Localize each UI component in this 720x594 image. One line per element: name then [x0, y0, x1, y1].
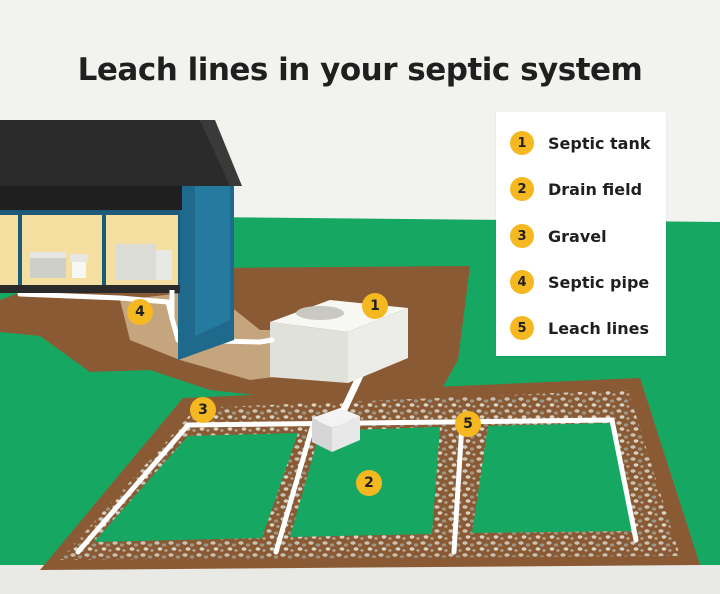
marker-septic-tank: 1	[362, 293, 388, 319]
legend-item-septic-tank: 1 Septic tank	[510, 130, 651, 156]
page-title: Leach lines in your septic system	[77, 52, 643, 88]
legend-number: 4	[510, 270, 534, 294]
legend-label: Drain field	[548, 179, 643, 199]
legend-number: 2	[510, 177, 534, 201]
legend-item-drain-field: 2 Drain field	[510, 176, 642, 202]
legend-number: 3	[510, 224, 534, 248]
legend-label: Gravel	[548, 226, 607, 246]
legend-item-leach-lines: 5 Leach lines	[510, 315, 649, 341]
legend-number: 1	[510, 131, 534, 155]
field-panel-1	[94, 433, 298, 542]
legend-label: Leach lines	[548, 318, 650, 338]
legend-item-septic-pipe: 4 Septic pipe	[510, 269, 649, 295]
legend-label: Septic pipe	[548, 272, 650, 292]
septic-tank-icon	[270, 300, 408, 383]
marker-leach-lines: 5	[455, 411, 481, 437]
house-icon	[0, 120, 242, 360]
distribution-box-icon	[312, 408, 360, 452]
legend-label: Septic tank	[548, 133, 651, 153]
marker-drain-field: 2	[356, 470, 382, 496]
field-panel-3	[472, 423, 634, 533]
ground-edge	[0, 565, 720, 594]
legend-item-gravel: 3 Gravel	[510, 223, 607, 249]
leach-lines	[75, 417, 639, 555]
marker-gravel: 3	[190, 397, 216, 423]
legend: 1 Septic tank 2 Drain field 3 Gravel 4 S…	[496, 112, 666, 356]
marker-septic-pipe: 4	[127, 299, 153, 325]
legend-number: 5	[510, 316, 534, 340]
